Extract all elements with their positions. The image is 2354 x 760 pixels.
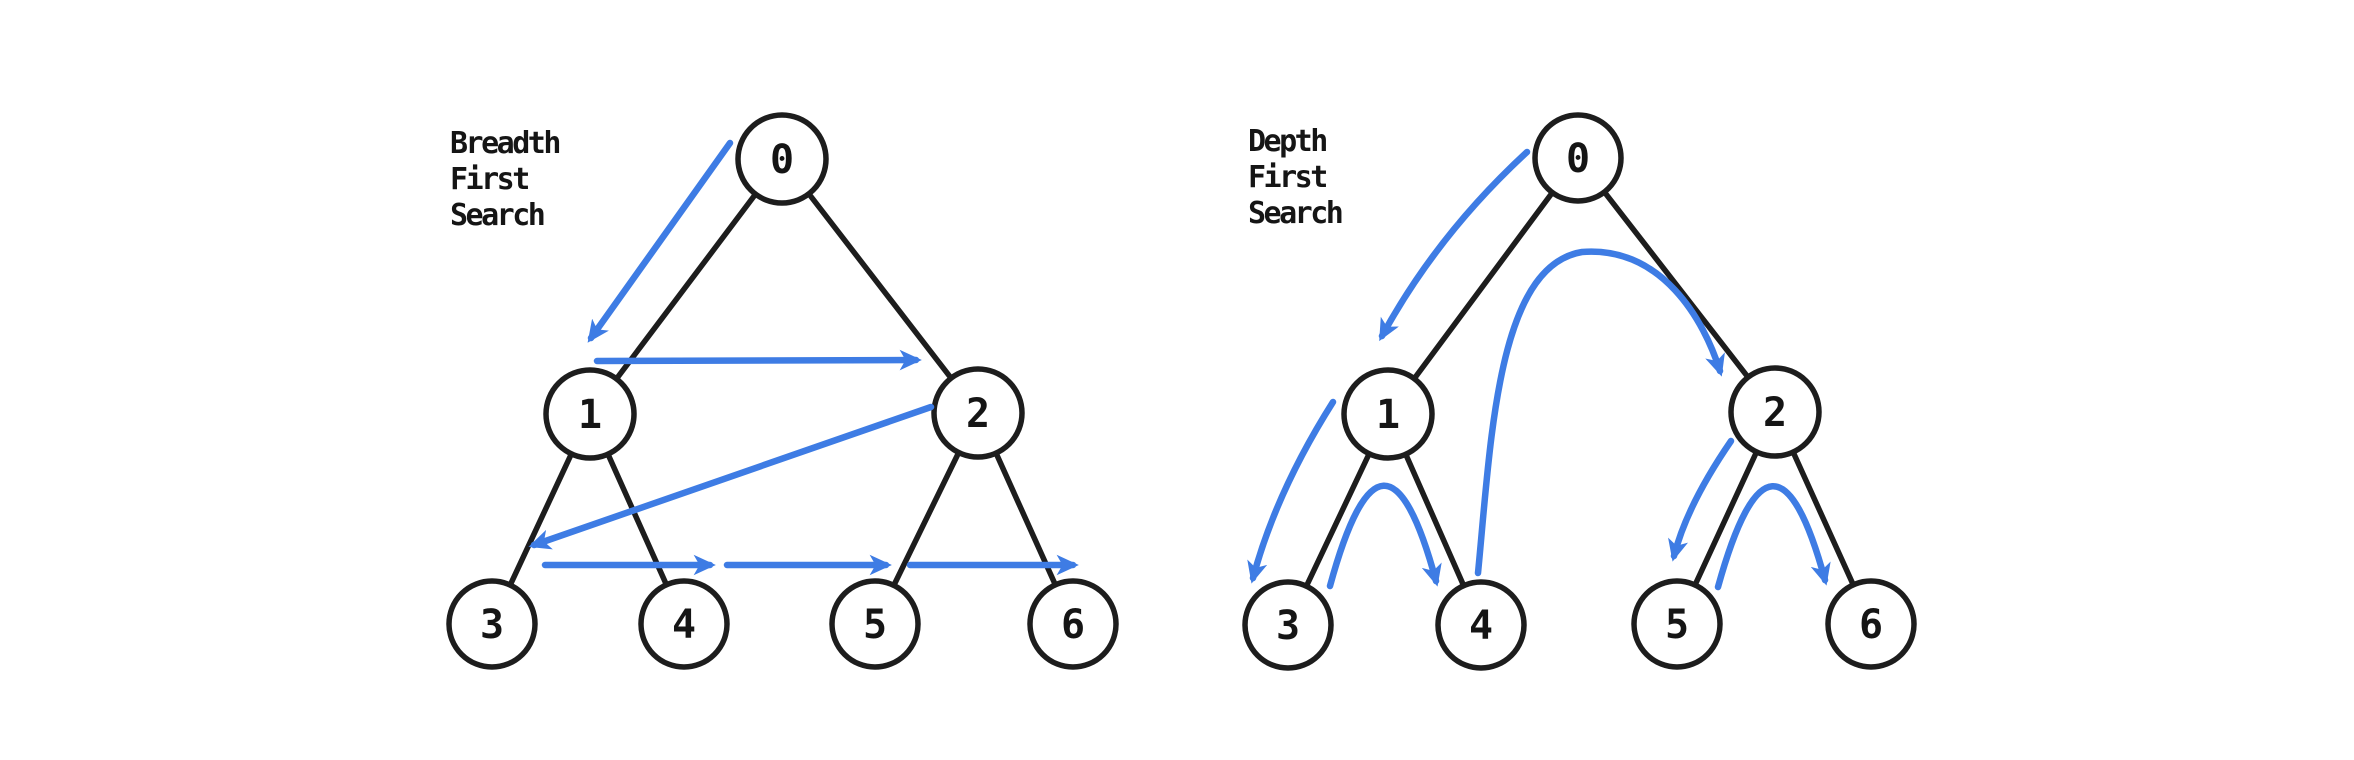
bfs-node-2-label: 2 [966,391,990,437]
bfs-tree: Breadth First Search 0 1 2 3 4 [446,112,1119,670]
dfs-edge-0-1 [1385,155,1581,417]
dfs-node-6-label: 6 [1859,602,1883,648]
bfs-node-3: 3 [446,578,538,670]
bfs-node-1-label: 1 [578,392,602,438]
dfs-node-1-circle [1341,367,1435,461]
bfs-arrow-2-to-3 [528,403,935,550]
dfs-edge-0-2 [1575,155,1778,415]
bfs-arrow-0-to-1 [587,139,734,343]
bfs-node-6: 6 [1027,578,1119,670]
dfs-title-line-1: Depth [1248,124,1326,159]
bfs-node-5: 5 [829,578,921,670]
dfs-node-2-label: 2 [1763,390,1787,436]
bfs-edge-0-1 [587,156,785,417]
dfs-node-3-circle [1242,579,1334,671]
dfs-arrow-3-to-4 [1326,482,1442,590]
dfs-node-1: 1 [1341,367,1435,461]
dfs-node-5-circle [1631,578,1723,670]
dfs-node-4-label: 4 [1469,603,1493,649]
dfs-arrow-0-to-1 [1378,148,1531,342]
bfs-node-3-label: 3 [480,602,504,648]
bfs-node-6-circle [1027,578,1119,670]
dfs-title-line-3: Search [1248,196,1342,231]
dfs-title: Depth First Search [1248,124,1344,231]
bfs-node-0: 0 [735,112,829,206]
dfs-node-2: 2 [1728,365,1822,459]
dfs-node-0-circle [1532,112,1624,204]
dfs-tree: Depth First Search 0 1 2 3 4 [1242,112,1917,671]
dfs-node-3: 3 [1242,579,1334,671]
bfs-node-4-circle [638,578,730,670]
dfs-arrow-4-to-2 [1474,248,1725,577]
dfs-node-4-circle [1435,579,1527,671]
bfs-edge-0-2 [779,156,981,416]
bfs-title-line-3: Search [450,198,544,233]
bfs-node-1-circle [543,367,637,461]
bfs-node-2-circle [931,366,1025,460]
bfs-node-4: 4 [638,578,730,670]
dfs-node-5: 5 [1631,578,1723,670]
dfs-node-5-label: 5 [1665,602,1689,648]
dfs-arrow-2-to-5 [1668,437,1735,562]
dfs-node-4: 4 [1435,579,1527,671]
bfs-title: Breadth First Search [450,126,562,233]
dfs-node-3-label: 3 [1276,603,1300,649]
bfs-arrow-1-to-2 [593,349,922,371]
bfs-node-0-label: 0 [770,137,794,183]
dfs-arrow-5-to-6 [1714,483,1831,591]
dfs-node-6-circle [1825,578,1917,670]
dfs-arrow-1-to-3 [1247,398,1337,584]
bfs-node-4-label: 4 [672,602,696,648]
dfs-node-0-label: 0 [1566,136,1590,182]
dfs-node-0: 0 [1532,112,1624,204]
bfs-node-6-label: 6 [1061,602,1085,648]
dfs-node-1-label: 1 [1376,392,1400,438]
dfs-title-line-2: First [1248,160,1326,195]
bfs-node-3-circle [446,578,538,670]
bfs-node-5-label: 5 [863,602,887,648]
bfs-title-line-1: Breadth [450,126,559,161]
bfs-title-line-2: First [450,162,528,197]
dfs-node-6: 6 [1825,578,1917,670]
dfs-node-2-circle [1728,365,1822,459]
bfs-node-0-circle [735,112,829,206]
bfs-node-5-circle [829,578,921,670]
bfs-node-1: 1 [543,367,637,461]
bfs-node-2: 2 [931,366,1025,460]
